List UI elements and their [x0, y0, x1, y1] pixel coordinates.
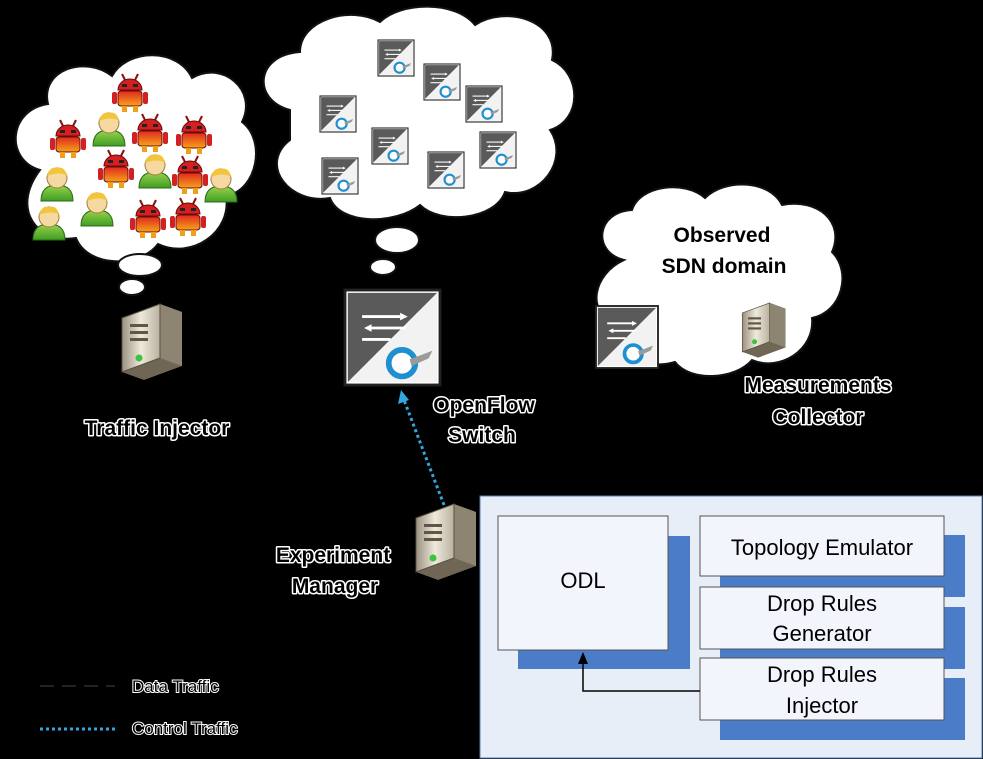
switch-cloud — [262, 5, 576, 276]
observed-domain-label-line2: SDN domain — [662, 255, 787, 278]
openflow-switch-icon — [478, 130, 518, 170]
experiment-manager-panel: ODL Topology Emulator Drop Rules Generat… — [479, 495, 983, 759]
arrowhead-icon — [584, 334, 596, 344]
arrowhead-icon — [578, 652, 588, 664]
openflow-switch-icon — [376, 38, 416, 78]
observed-switch-icon — [594, 304, 660, 370]
odl-box — [497, 515, 669, 651]
control-traffic-link — [402, 399, 446, 506]
arrowhead-icon — [726, 328, 738, 338]
measurements-collector-server-icon — [741, 302, 786, 358]
openflow-switch-icon — [318, 94, 358, 134]
injector-to-odl-connector — [582, 663, 700, 692]
drop-rules-injector-label-line1: Drop Rules — [767, 662, 877, 687]
openflow-switch-icon — [345, 290, 440, 385]
topology-emulator-label: Topology Emulator — [731, 535, 913, 560]
odl-label: ODL — [560, 568, 605, 593]
observed-domain-label-line1: Observed — [674, 224, 771, 247]
openflow-switch-label-line1: OpenFlow — [433, 394, 535, 417]
openflow-switch-icon — [422, 62, 462, 102]
arrowhead-icon — [398, 390, 409, 404]
drop-rules-injector-label-line2: Injector — [786, 693, 858, 718]
legend-data-traffic-label: Data Traffic — [132, 677, 219, 696]
experiment-manager-label-line2: Manager — [292, 575, 378, 598]
openflow-switch-icon — [426, 150, 466, 190]
traffic-injector-label: Traffic Injector — [85, 417, 230, 440]
traffic-injector-server-icon — [121, 303, 183, 381]
openflow-switch-icon — [320, 156, 360, 196]
experiment-manager-server-icon — [415, 503, 477, 581]
experiment-manager-label-line1: Experiment — [276, 544, 390, 567]
data-traffic-link-domain-collector — [659, 332, 729, 338]
topology-emulator-box — [699, 515, 945, 577]
drop-rules-generator-label-line1: Drop Rules — [767, 591, 877, 616]
openflow-switch-icon — [370, 126, 410, 166]
legend: Data Traffic Control Traffic — [40, 676, 239, 739]
openflow-switch-label-line2: Switch — [448, 424, 516, 447]
measurements-collector-label-line2: Collector — [772, 406, 863, 429]
arrowhead-icon — [333, 334, 345, 344]
openflow-switch-icon — [464, 84, 504, 124]
measurements-collector-label-line1: Measurements — [744, 374, 891, 397]
drop-rules-generator-box — [699, 586, 945, 650]
legend-control-traffic-label: Control Traffic — [132, 719, 238, 738]
drop-rules-injector-box — [699, 657, 945, 721]
drop-rules-generator-label-line2: Generator — [772, 621, 871, 646]
